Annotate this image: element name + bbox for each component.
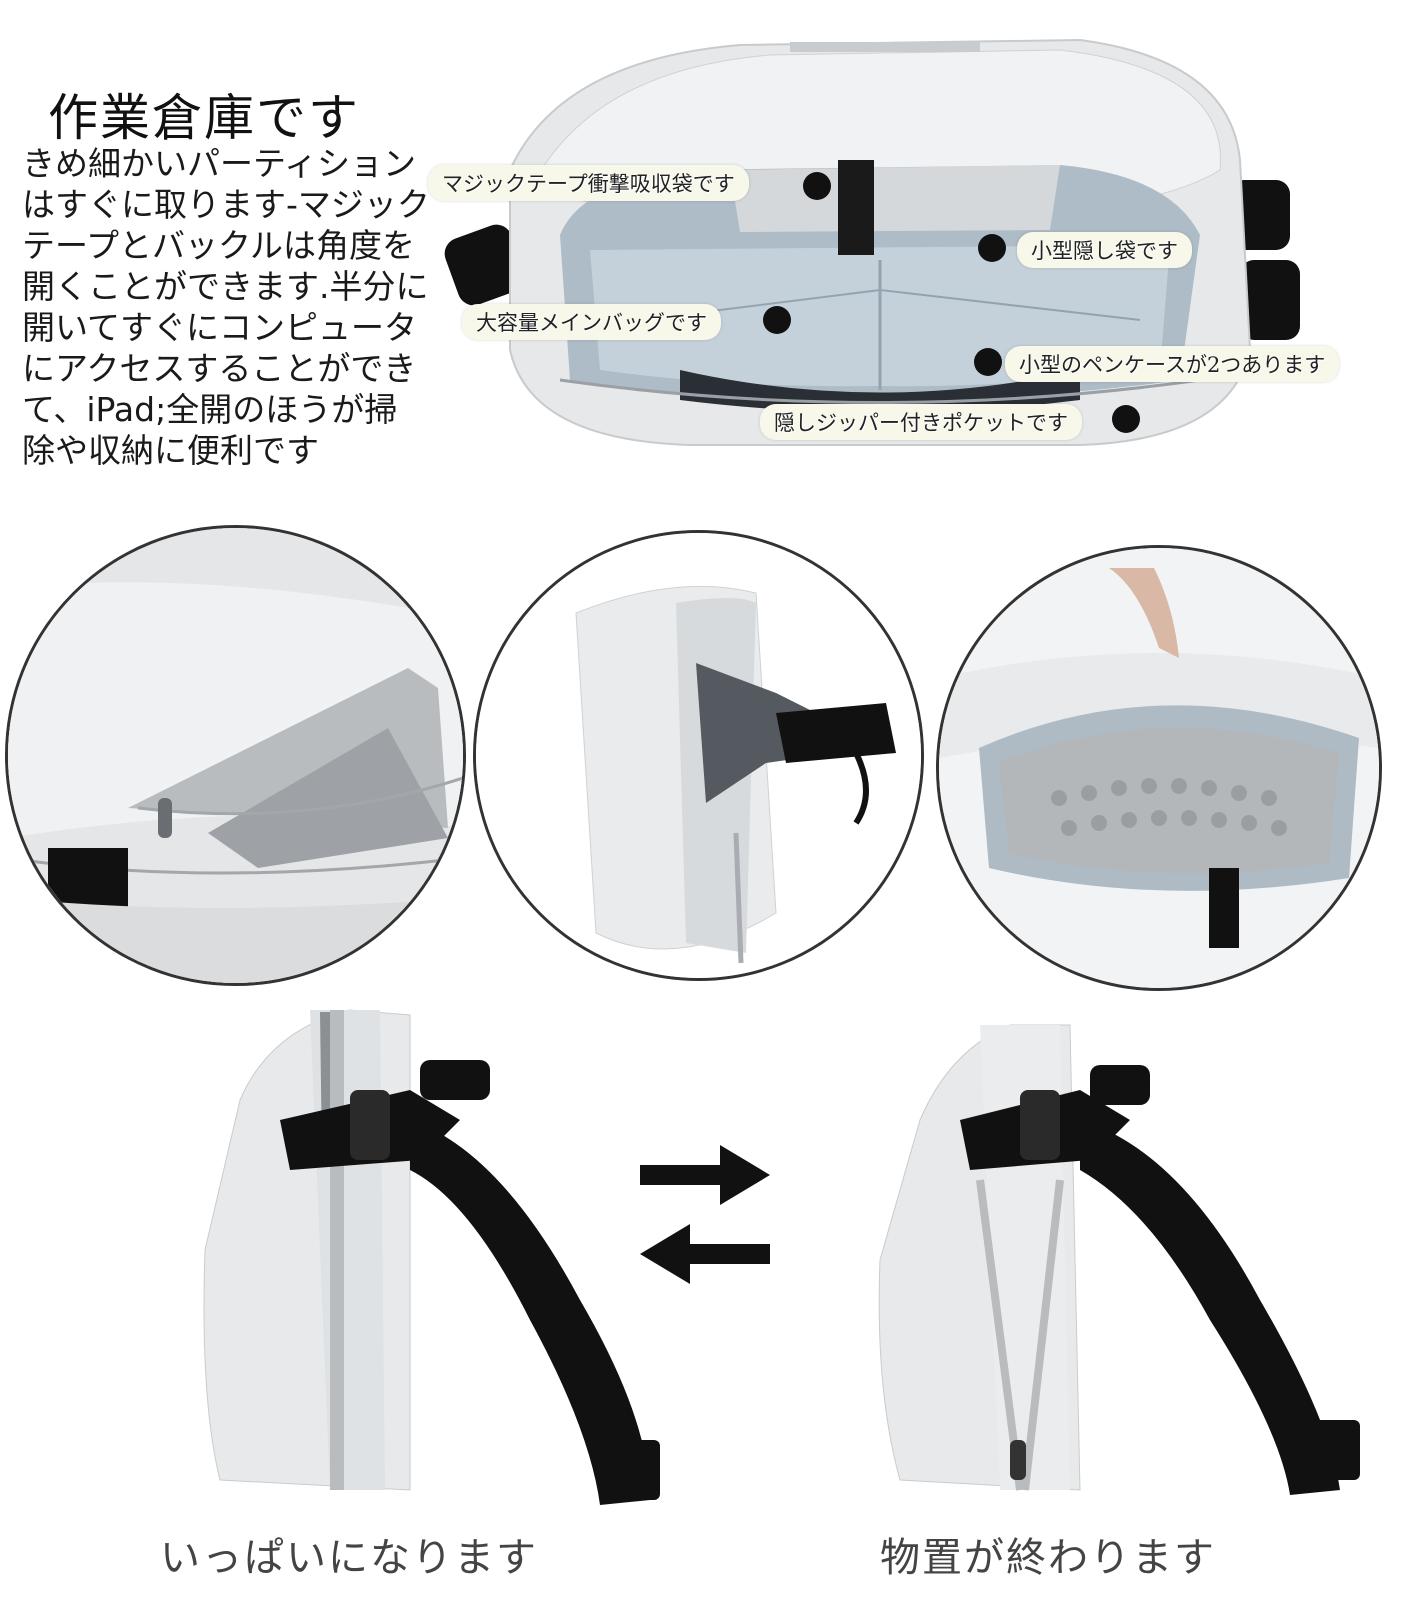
detail-circle-laptop-sleeve [936,545,1382,991]
description-line: て、iPad;全開のほうが掃 [22,390,398,429]
label-small-hidden-pocket: 小型隠し袋です [1017,232,1192,268]
marker-dot [1112,405,1140,433]
description-line: 除や収納に便利です [22,431,319,470]
caption-done: 物置が終わります [880,1535,1216,1581]
detail-circle-front-pocket [5,525,466,986]
marker-dot [763,306,791,334]
description: きめ細かいパーティション はすぐに取ります-マジック テープとバックルは角度を … [22,143,442,471]
bag-side-view-compact-image [860,1010,1380,1510]
label-velcro-pocket: マジックテープ衝撃吸収袋です [428,165,749,201]
description-line: テープとバックルは角度を [22,226,416,265]
bag-side-view-full-image [180,1000,680,1510]
page-title: 作業倉庫です [48,89,360,147]
detail-circle-umbrella-pocket [473,530,924,981]
description-line: 開いてすぐにコンピュータ [22,308,418,347]
description-line: きめ細かいパーティション [22,144,417,183]
marker-dot [974,348,1002,376]
label-main-bag: 大容量メインバッグです [462,304,721,340]
description-line: 開くことができます.半分に [22,267,429,306]
label-zipper-pocket: 隠しジッパー付きポケットです [760,404,1082,440]
caption-full: いっぱいになります [160,1535,538,1581]
label-pen-cases: 小型のペンケースが2つあります [1005,346,1340,382]
arrow-left-icon [640,1224,770,1284]
marker-dot [978,234,1006,262]
description-line: にアクセスすることができ [22,349,417,388]
marker-dot [803,172,831,200]
arrow-right-icon [640,1145,770,1205]
description-line: はすぐに取ります-マジック [22,185,430,224]
